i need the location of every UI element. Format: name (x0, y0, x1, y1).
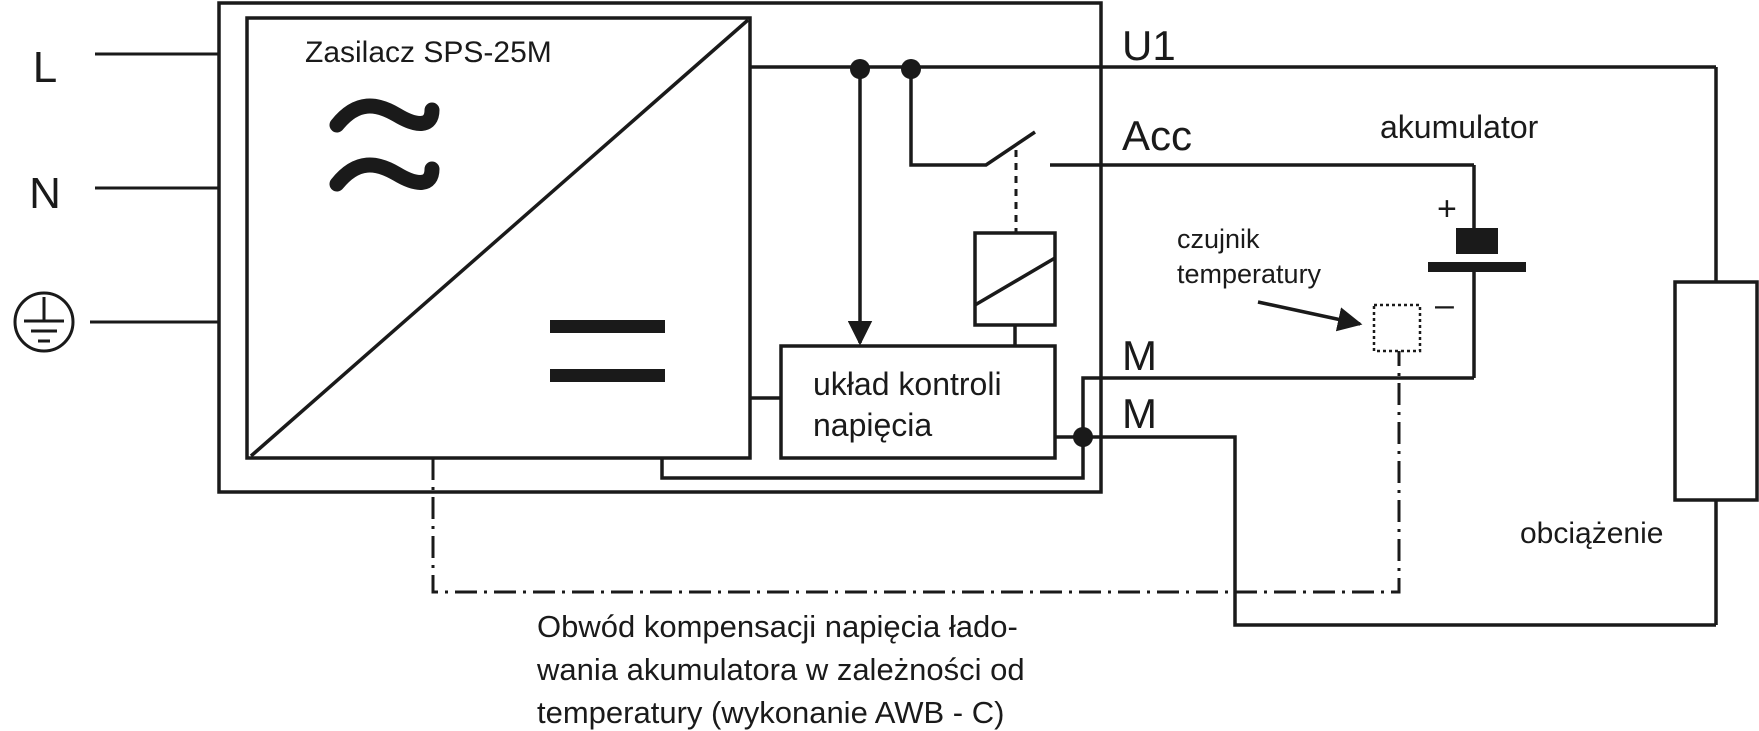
input-n-label: N (29, 169, 61, 218)
voltage-control-block (779, 344, 1057, 460)
relay-contact (909, 69, 1036, 167)
ground-icon (13, 291, 75, 353)
control-block-line2: napięcia (813, 407, 932, 443)
m1-rail (660, 376, 1474, 480)
ac-symbol-icon (329, 98, 440, 192)
sensor-label-line1: czujnik (1177, 224, 1260, 254)
caption-line2: wania akumulatora w zależności od (536, 652, 1025, 687)
battery-plus-plate (1456, 228, 1498, 254)
converter-block (245, 16, 752, 460)
output-acc-label: Acc (1122, 112, 1192, 159)
battery-label: akumulator (1380, 109, 1539, 145)
dc-symbol-icon (550, 320, 665, 382)
battery-minus-plate (1428, 262, 1526, 272)
battery-minus-sign: – (1435, 286, 1454, 324)
relay-coil-slash (974, 256, 1056, 307)
output-u1-label: U1 (1122, 22, 1176, 69)
temperature-sensor (1372, 303, 1422, 353)
sensor-arrow (1257, 300, 1363, 332)
load-label: obciążenie (1520, 517, 1663, 550)
caption-line1: Obwód kompensacji napięcia łado- (537, 609, 1018, 644)
relay-coil (973, 231, 1057, 327)
output-m2-label: M (1122, 390, 1157, 437)
load-resistor (1673, 280, 1759, 502)
converter-diagonal (249, 18, 750, 458)
caption-line3: temperatury (wykonanie AWB - C) (537, 695, 1004, 730)
control-block-line1: układ kontroli (813, 366, 1002, 402)
junction-dot (1073, 427, 1093, 447)
m2-rail (1055, 435, 1716, 627)
battery-plus-sign: + (1437, 190, 1457, 228)
sensor-label-line2: temperatury (1177, 259, 1322, 289)
compensation-circuit (431, 351, 1401, 594)
output-m1-label: M (1122, 332, 1157, 379)
psu-title: Zasilacz SPS-25M (305, 36, 552, 69)
input-l-label: L (33, 43, 57, 92)
psu-enclosure (217, 1, 1103, 494)
